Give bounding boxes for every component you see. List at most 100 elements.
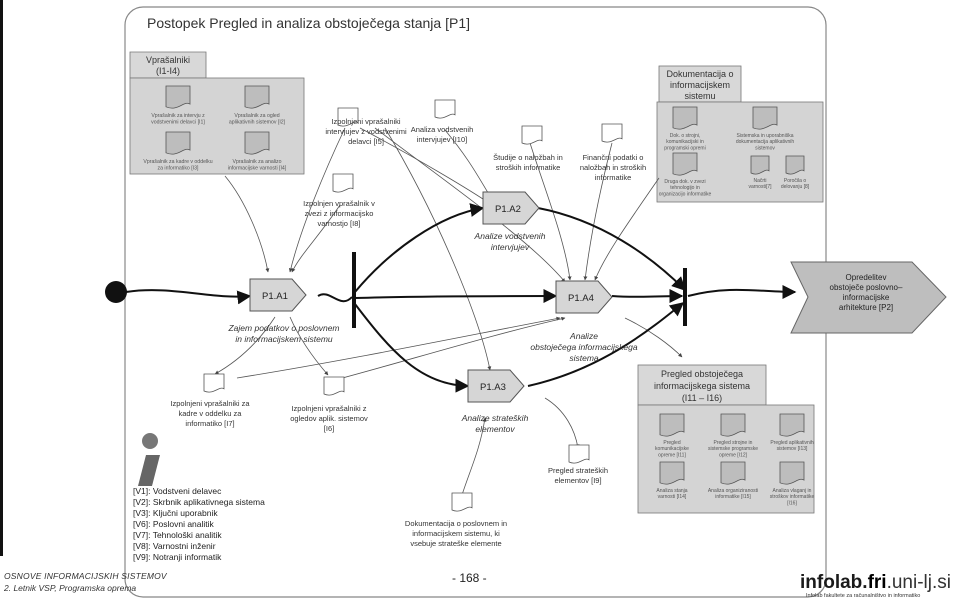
document-mgmt-interview-analysis-line-2: intervjujev [I10] (417, 135, 467, 144)
questionnaire-item-1-line-1: Vprašalnik za intervju z (151, 113, 205, 119)
documentation-doc-icon (785, 155, 805, 175)
overview-item-1-line-1: Pregled (663, 440, 680, 446)
overview-item-1-line-2: komunikacijske (655, 446, 689, 452)
start-node (105, 281, 127, 303)
questionnaire-item-3-line-1: Vprašalnik za kadre v oddelku (143, 159, 212, 165)
activity-a4-desc-line-3: sistema (569, 353, 599, 363)
questionnaires-label: Vprašalniki (146, 55, 190, 65)
overview-item-2-line-1: Pregled strojne in (714, 440, 753, 446)
questionnaire-item-4-line-2: informacijske varnosti [I4] (228, 166, 287, 172)
document-business-docs-line-2: informacijskem sistemu, ki (412, 529, 500, 538)
document-it-staff-filled-line-2: kadre v oddelku za (179, 409, 243, 418)
document-icon (521, 125, 543, 145)
document-icon (332, 173, 354, 193)
join-bar (683, 268, 687, 326)
activity-a1-desc-line-1: Zajem podatkov o poslovnem (227, 323, 339, 333)
document-strategic-overview-line-1: Pregled strateških (548, 466, 608, 475)
overview-doc-icon (720, 413, 746, 437)
document-icon (434, 99, 456, 119)
activity-a2-desc-line-2: intervjujev (491, 242, 530, 252)
documentation-label-2: informacijskem (670, 80, 730, 90)
overview-item-3-line-1: Pregled aplikativnih (770, 440, 814, 446)
main-flow (125, 203, 797, 393)
logo-rest: .uni-lj.si (886, 572, 951, 593)
document-icon (601, 123, 623, 143)
document-security-filled-line-2: zvezi z informacijsko (305, 209, 374, 218)
activity-a3-desc-line-1: Analize strateških (461, 413, 529, 423)
overview-item-2-line-3: opreme [I12] (719, 452, 748, 458)
document-app-systems-filled-line-1: Izpolnjeni vprašalniki z (291, 404, 366, 413)
documentation-item-2-line-2: dokumentacija aplikativnih (736, 139, 795, 145)
footer-course: OSNOVE INFORMACIJSKIH SISTEMOV (4, 571, 167, 581)
document-strategic-overview-line-2: elementov [I9] (554, 476, 601, 485)
document-icon (451, 492, 473, 512)
role-item: [V3]: Ključni uporabnik (133, 508, 218, 518)
overview-item-5-line-2: informatike [I15] (715, 494, 751, 500)
document-app-systems-filled-line-2: ogledov aplik. sistemov (290, 414, 368, 423)
activity-a4-desc-line-1: Analize (569, 331, 598, 341)
next-process-label-line-2: obstoječe poslovno– (830, 283, 903, 292)
document-icon (203, 373, 225, 393)
questionnaire-doc-icon (244, 85, 270, 109)
overview-label-2: informacijskega sistema (654, 381, 750, 391)
document-security-filled-line-1: Izpolnjen vprašalnik v (303, 199, 375, 208)
documentation-item-4-line-2: varnosti[7] (748, 184, 772, 190)
overview-item-5-line-1: Analiza organiziranosti (708, 488, 758, 494)
activity-a3-desc-line-2: elementov (475, 424, 515, 434)
overview-label-3: (I11 – I16) (682, 393, 722, 403)
documentation-item-1-line-1: Dok. o strojni, (670, 133, 701, 139)
infolab-logo: infolab.fri.uni-lj.si (800, 572, 951, 594)
next-process-shape (790, 261, 947, 334)
activity-a2-id: P1.A2 (495, 204, 521, 215)
documentation-doc-icon (672, 106, 698, 130)
next-process-label-line-1: Opredelitev (846, 273, 887, 282)
activity-a1-id: P1.A1 (262, 291, 288, 302)
documentation-doc-icon (672, 152, 698, 176)
documentation-doc-icon (752, 106, 778, 130)
logo-fri: fri (867, 572, 887, 593)
documentation-item-5-line-1: Poročila o (784, 178, 806, 184)
overview-doc-icon (720, 461, 746, 485)
questionnaire-item-1-line-2: vodstvenimi delavci [I1] (151, 120, 205, 126)
documentation-item-2-line-3: sistemov (755, 145, 775, 151)
overview-item-6-line-1: Analiza vlaganj in (773, 488, 812, 494)
overview-label-1: Pregled obstoječega (661, 369, 743, 379)
documentation-item-3-line-3: organizacijo informatike (659, 191, 712, 197)
activity-a2-desc-line-1: Analize vodstvenih (474, 231, 546, 241)
role-item: [V6]: Poslovni analitik (133, 519, 215, 529)
document-business-docs-line-3: vsebuje strateške elemente (410, 539, 501, 548)
document-financial-data-line-1: Finančni podatki o (583, 153, 644, 162)
overview-doc-icon (779, 461, 805, 485)
documentation-label-3: sistemu (684, 91, 715, 101)
overview-item-4-line-1: Analiza stanja (656, 488, 687, 494)
activity-a3-shape (467, 369, 525, 403)
logo-main: infolab. (800, 572, 868, 593)
document-interviews-filled-line-2: intervjujev z vodstvenimi (325, 127, 407, 136)
document-icon (568, 444, 590, 464)
documentation-doc-icon (750, 155, 770, 175)
questionnaire-item-4-line-1: Vprašalnik za analizo (232, 159, 281, 165)
activity-a1-shape (249, 278, 307, 312)
logo-subtitle: Infolab fakultete za računalništvo in in… (806, 593, 921, 599)
document-it-staff-filled-line-3: informatiko [I7] (185, 419, 234, 428)
document-financial-data-line-2: naložbah in stroških (580, 163, 646, 172)
questionnaire-item-3-line-2: za informatiko [I3] (158, 166, 199, 172)
documentation-item-3-line-2: tehnologijo in (670, 185, 700, 191)
page-left-rule (0, 0, 3, 556)
documentation-item-2-line-1: Sistemska in uporabniška (737, 133, 794, 139)
document-icon (337, 107, 359, 127)
questionnaires-group: Vprašalniki (I1-I4) (129, 51, 305, 175)
document-financial-data-line-3: informatike (595, 173, 632, 182)
activity-a2-shape (482, 191, 540, 225)
process-title: Postopek Pregled in analiza obstoječega … (147, 15, 470, 31)
document-investment-studies-line-2: stroških informatike (496, 163, 561, 172)
document-icon (323, 376, 345, 396)
overview-doc-icon (779, 413, 805, 437)
documentation-item-1-line-3: programski opremi (664, 145, 705, 151)
role-item: [V8]: Varnostni inženir (133, 541, 216, 551)
document-business-docs-line-1: Dokumentacija o poslovnem in (405, 519, 507, 528)
questionnaire-item-2-line-2: aplikativnih sistemov [I2] (229, 120, 286, 126)
questionnaire-doc-icon (165, 131, 191, 155)
documentation-item-5-line-2: delovanju [8] (781, 184, 810, 190)
